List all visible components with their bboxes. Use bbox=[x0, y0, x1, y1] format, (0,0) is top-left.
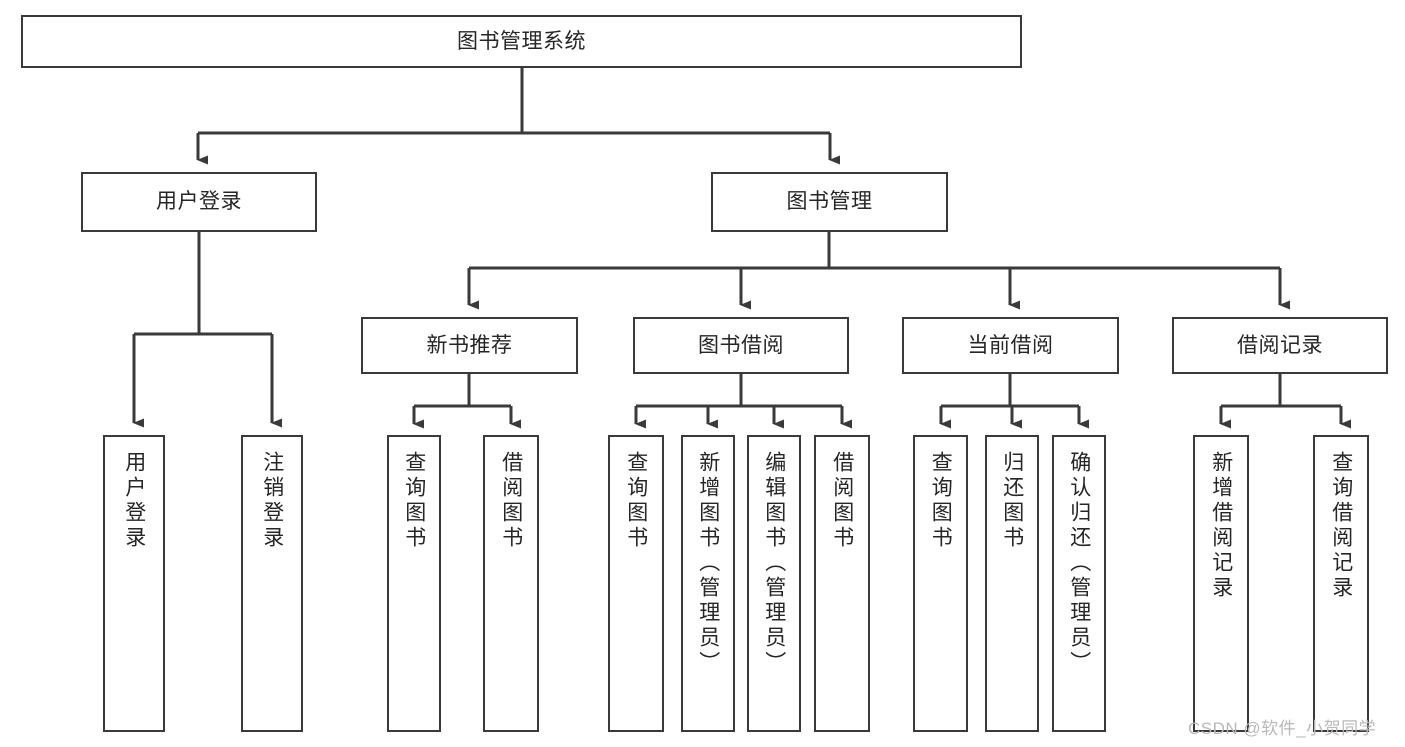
edge-user-login-to-leaves bbox=[132, 232, 282, 428]
node-label: 编辑图书（管理员） bbox=[762, 451, 786, 676]
node-label: 用户登录 bbox=[122, 451, 146, 551]
node-leaf-borrow-book-recommend[interactable]: 借阅图书 bbox=[483, 435, 539, 732]
node-new-book-recommend[interactable]: 新书推荐 bbox=[361, 317, 578, 374]
node-label: 借阅图书 bbox=[499, 451, 523, 551]
node-leaf-borrow-book[interactable]: 借阅图书 bbox=[814, 435, 870, 732]
edge-borrow-record-to-leaves bbox=[1219, 374, 1351, 429]
node-label: 新增借阅记录 bbox=[1209, 451, 1233, 601]
node-label: 用户登录 bbox=[156, 190, 242, 214]
node-leaf-query-book-recommend[interactable]: 查询图书 bbox=[387, 435, 441, 732]
node-label: 查询图书 bbox=[402, 451, 426, 551]
node-book-management[interactable]: 图书管理 bbox=[711, 172, 948, 232]
edge-new-book-recommend-to-leaves bbox=[412, 374, 521, 429]
node-label: 新增图书（管理员） bbox=[696, 451, 720, 676]
edge-book-management-to-level3 bbox=[467, 232, 1290, 310]
node-leaf-add-borrow-record[interactable]: 新增借阅记录 bbox=[1193, 435, 1249, 732]
node-label: 查询借阅记录 bbox=[1329, 451, 1353, 601]
edge-root-to-level2 bbox=[196, 68, 840, 165]
node-leaf-logout[interactable]: 注销登录 bbox=[241, 435, 303, 732]
node-leaf-return-book[interactable]: 归还图书 bbox=[985, 435, 1039, 732]
node-leaf-query-book-current[interactable]: 查询图书 bbox=[913, 435, 968, 732]
node-root-system[interactable]: 图书管理系统 bbox=[21, 15, 1022, 68]
node-leaf-query-borrow-record[interactable]: 查询借阅记录 bbox=[1313, 435, 1369, 732]
node-label: 注销登录 bbox=[260, 451, 284, 551]
watermark-credit: CSDN @软件_小贺同学 bbox=[1188, 719, 1377, 738]
node-label: 确认归还（管理员） bbox=[1067, 451, 1091, 676]
node-label: 当前借阅 bbox=[967, 333, 1054, 357]
node-book-borrow[interactable]: 图书借阅 bbox=[633, 317, 849, 374]
edge-book-borrow-to-leaves bbox=[634, 374, 852, 429]
node-leaf-edit-book-admin[interactable]: 编辑图书（管理员） bbox=[747, 435, 801, 732]
node-label: 图书管理 bbox=[786, 190, 873, 214]
node-label: 借阅记录 bbox=[1237, 333, 1323, 357]
node-label: 归还图书 bbox=[1000, 451, 1024, 551]
node-leaf-user-login[interactable]: 用户登录 bbox=[103, 435, 165, 732]
node-label: 查询图书 bbox=[929, 451, 953, 551]
node-borrow-record[interactable]: 借阅记录 bbox=[1172, 317, 1388, 374]
node-current-borrow[interactable]: 当前借阅 bbox=[902, 317, 1119, 374]
node-label: 图书管理系统 bbox=[457, 29, 586, 53]
node-user-login[interactable]: 用户登录 bbox=[81, 172, 317, 232]
node-leaf-confirm-return-admin[interactable]: 确认归还（管理员） bbox=[1052, 435, 1106, 732]
node-label: 借阅图书 bbox=[830, 451, 854, 551]
node-leaf-query-book-borrow[interactable]: 查询图书 bbox=[608, 435, 664, 732]
node-label: 查询图书 bbox=[624, 451, 648, 551]
node-leaf-add-book-admin[interactable]: 新增图书（管理员） bbox=[681, 435, 735, 732]
node-label: 新书推荐 bbox=[426, 333, 513, 357]
edge-current-borrow-to-leaves bbox=[939, 374, 1089, 429]
node-label: 图书借阅 bbox=[698, 333, 784, 357]
